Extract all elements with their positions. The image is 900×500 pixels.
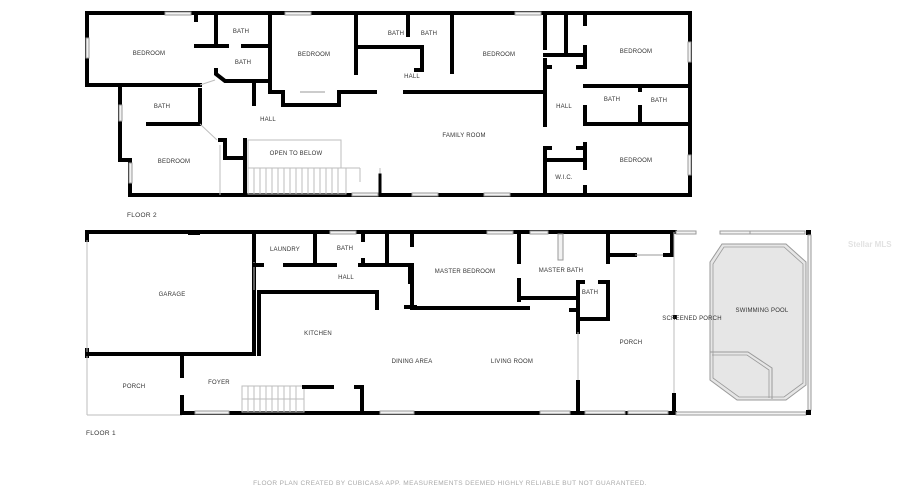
- room-label: LIVING ROOM: [490, 359, 534, 365]
- room-label: BATH: [387, 31, 405, 37]
- disclaimer-footer: FLOOR PLAN CREATED BY CUBICASA APP. MEAS…: [253, 480, 647, 487]
- room-label: DINING AREA: [391, 359, 433, 365]
- room-label: BATH: [153, 104, 171, 110]
- room-label: BATH: [650, 98, 668, 104]
- room-label: HALL: [404, 74, 420, 80]
- room-label: MASTER BEDROOM: [434, 269, 496, 275]
- floor-1-walls: [85, 230, 812, 416]
- room-label: KITCHEN: [304, 331, 332, 337]
- room-label: BEDROOM: [482, 52, 516, 58]
- room-label: BATH: [603, 97, 621, 103]
- floor-1-label: FLOOR 1: [86, 430, 116, 437]
- watermark: Stellar MLS: [848, 240, 892, 249]
- room-label: LAUNDRY: [270, 247, 300, 253]
- room-label: BEDROOM: [619, 158, 653, 164]
- room-label: GARAGE: [158, 292, 186, 298]
- room-label: BEDROOM: [297, 52, 331, 58]
- room-label: BEDROOM: [619, 49, 653, 55]
- room-label: BATH: [336, 246, 354, 252]
- room-label: FAMILY ROOM: [442, 133, 486, 139]
- floor-2-walls: [85, 11, 692, 197]
- room-label: HALL: [260, 117, 276, 123]
- room-label: SCREENED PORCH: [662, 316, 722, 322]
- floor-2-label: FLOOR 2: [127, 212, 157, 219]
- room-label: BATH: [420, 31, 438, 37]
- room-label: SWIMMING POOL: [735, 308, 789, 314]
- room-label: OPEN TO BELOW: [269, 151, 323, 157]
- room-label: PORCH: [122, 384, 146, 390]
- room-label: BATH: [581, 290, 599, 296]
- room-label: HALL: [338, 275, 354, 281]
- room-label: BEDROOM: [132, 51, 166, 57]
- room-label: MASTER BATH: [538, 268, 584, 274]
- room-label: W.I.C.: [555, 175, 573, 181]
- room-label: FOYER: [208, 380, 230, 386]
- room-label: BATH: [234, 60, 252, 66]
- room-label: BEDROOM: [157, 159, 191, 165]
- room-label: HALL: [556, 104, 572, 110]
- room-label: PORCH: [619, 340, 643, 346]
- room-label: BATH: [232, 29, 250, 35]
